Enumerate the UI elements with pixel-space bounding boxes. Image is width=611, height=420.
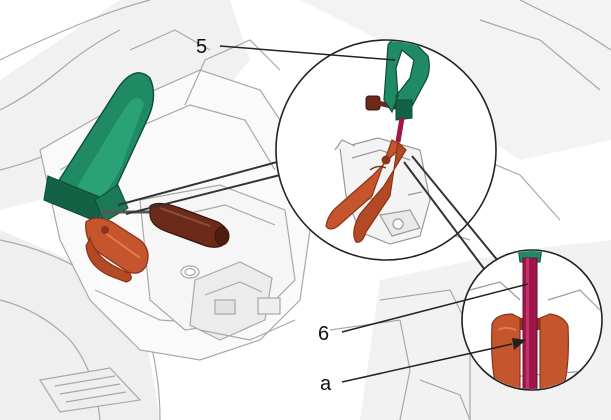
- callout-label-5: 5: [196, 36, 207, 58]
- pliers-icon: [85, 217, 149, 283]
- callout-label-6: 6: [318, 323, 329, 345]
- small-pliers-icon: [325, 139, 407, 243]
- housing-bracket: [491, 313, 569, 389]
- callout-label-a: a: [320, 373, 332, 395]
- small-green-strap-icon: [383, 41, 430, 121]
- detail-connector-lines: [117, 157, 293, 215]
- callout-leaders: [219, 45, 529, 333]
- detail-circle-rod: [461, 249, 603, 391]
- callout-arrow-a: [341, 338, 526, 383]
- pin-rod-icon: [522, 257, 538, 389]
- screwdriver-icon: [100, 202, 230, 248]
- detail-circle-pliers: [275, 39, 497, 261]
